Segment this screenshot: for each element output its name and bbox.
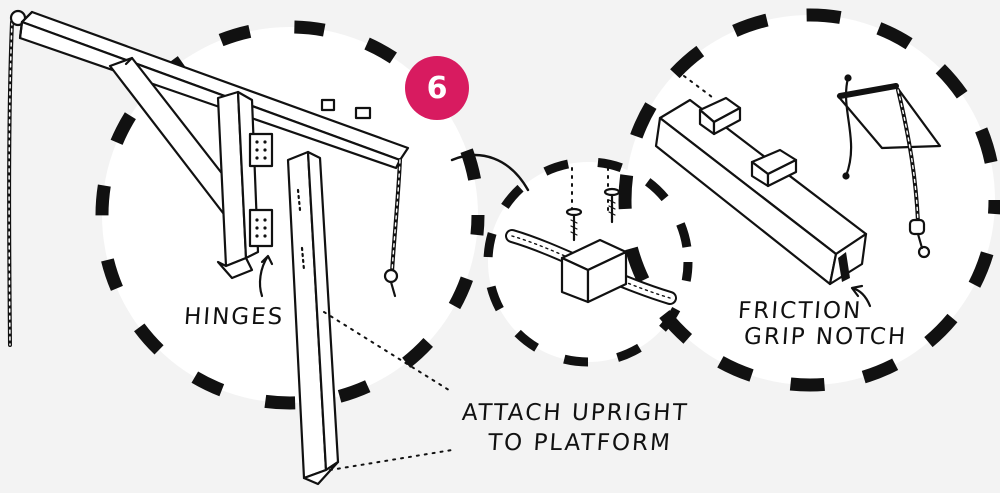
hinges-label: HINGES (183, 304, 286, 330)
notch-detail (654, 74, 942, 308)
callout-tail (450, 153, 530, 192)
step-number: 6 (426, 70, 448, 106)
step-number-badge: 6 (405, 56, 469, 120)
arm-rope (383, 158, 402, 298)
circle-rims (95, 8, 1000, 410)
friction-label-line2: GRIP NOTCH (743, 324, 909, 350)
attach-label-line1: ATTACH UPRIGHT (461, 400, 690, 426)
long-upright (286, 150, 340, 486)
screw-detail (505, 187, 677, 305)
top-bolts (320, 98, 372, 120)
left-rope (7, 9, 27, 347)
hinge-arrow (258, 254, 274, 298)
hinge-plates (248, 132, 274, 248)
attach-label-line2: TO PLATFORM (487, 430, 673, 456)
swing-arm (18, 10, 410, 170)
leader-lines (323, 75, 717, 471)
